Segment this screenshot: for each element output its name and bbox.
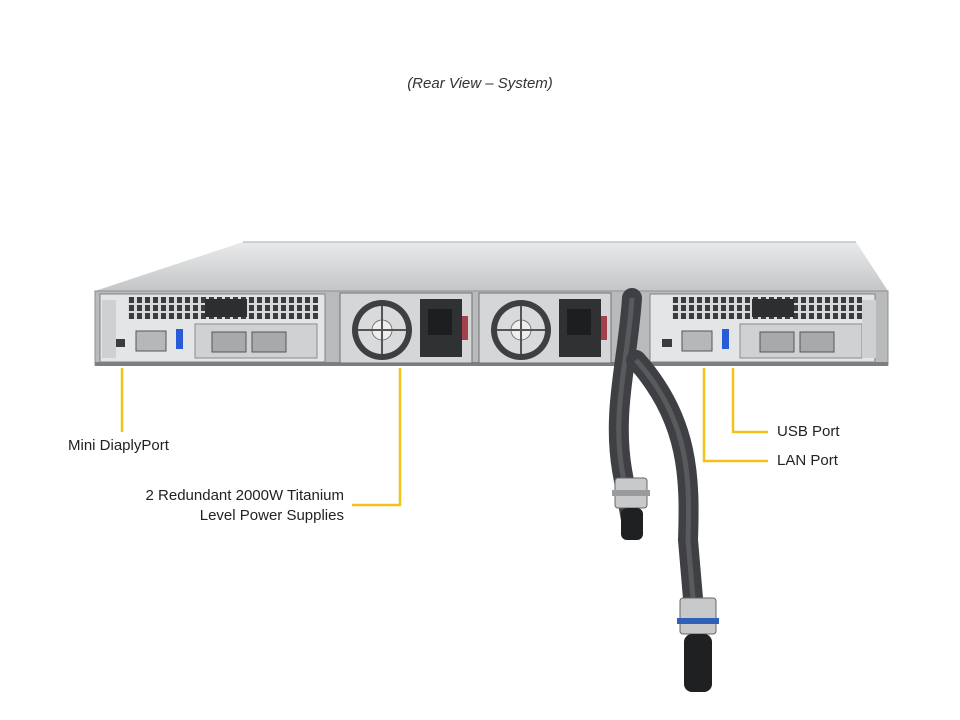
left-node xyxy=(99,293,326,363)
power-supply-2 xyxy=(478,292,612,364)
label-mini-displayport: Mini DiaplyPort xyxy=(68,437,169,454)
label-power-supplies-line2: Level Power Supplies xyxy=(199,507,344,524)
label-usb-port: USB Port xyxy=(777,423,840,440)
leader-lan-port xyxy=(702,368,768,463)
chassis-top xyxy=(95,241,888,291)
label-lan-port: LAN Port xyxy=(777,452,838,469)
leader-power-supplies xyxy=(352,368,402,507)
leader-usb-port xyxy=(731,368,768,434)
coolant-hoses xyxy=(608,288,719,692)
figure-caption: (Rear View – System) xyxy=(407,75,553,92)
power-supply-1 xyxy=(339,292,473,364)
label-power-supplies: 2 Redundant 2000W Titanium Level Power S… xyxy=(100,486,344,526)
label-power-supplies-line1: 2 Redundant 2000W Titanium xyxy=(145,487,344,504)
right-node xyxy=(649,293,876,363)
